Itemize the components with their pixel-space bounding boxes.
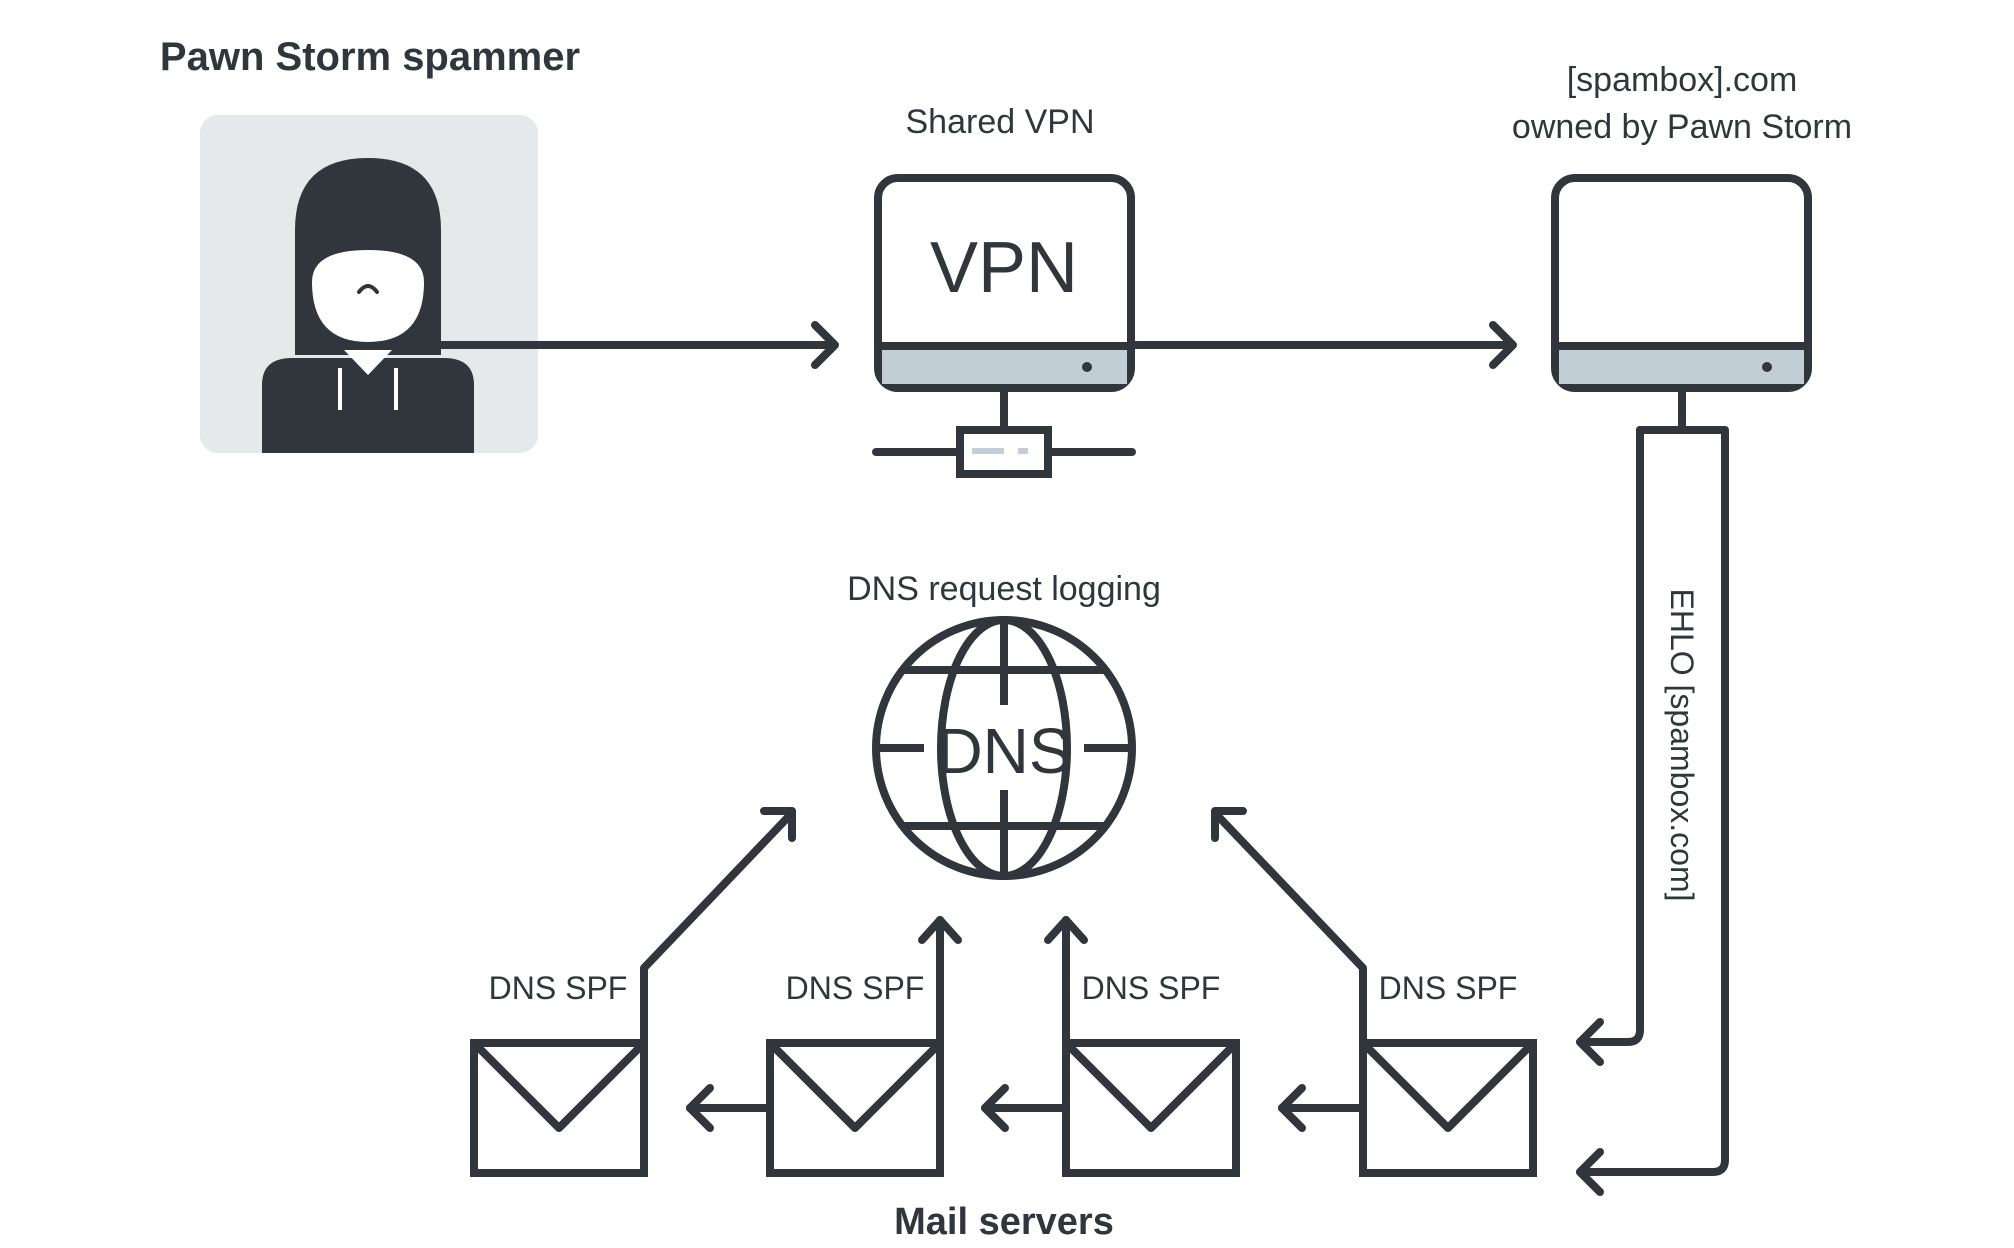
hacker-icon <box>200 115 538 453</box>
arrow-spf-4-to-dns <box>1211 807 1367 1047</box>
dns-spf-label: DNS SPF <box>786 970 925 1006</box>
arrow-mail-3-to-2 <box>981 1084 1070 1132</box>
arrow-spammer-to-vpn <box>438 321 839 369</box>
arrow-spf-1-to-dns <box>640 807 796 1047</box>
dns-globe-icon <box>872 616 1136 880</box>
envelope-icon <box>1062 1039 1240 1177</box>
dns-globe-text: DNS <box>936 715 1071 787</box>
arrow-mail-4-to-3 <box>1278 1084 1367 1132</box>
spambox-server-icon <box>1551 174 1812 434</box>
vpn-server-icon <box>872 174 1136 478</box>
spambox-owner-label: owned by Pawn Storm <box>1512 108 1852 146</box>
envelope-icon <box>1359 1039 1537 1177</box>
dns-spf-label: DNS SPF <box>1379 970 1518 1006</box>
spammer-label: Pawn Storm spammer <box>160 35 580 79</box>
vpn-screen-text: VPN <box>930 228 1078 308</box>
ehlo-connector <box>1576 426 1729 1196</box>
dns-spf-label: DNS SPF <box>489 970 628 1006</box>
arrow-spf-3-to-dns <box>1044 916 1088 1047</box>
envelope-icon <box>766 1039 944 1177</box>
arrow-vpn-to-spambox <box>1127 321 1517 369</box>
ehlo-label: EHLO [spambox.com] <box>1664 589 1700 902</box>
arrow-spf-2-to-dns <box>918 916 962 1047</box>
dns-spf-label: DNS SPF <box>1082 970 1221 1006</box>
mail-servers-label: Mail servers <box>894 1201 1114 1243</box>
dns-request-logging-label: DNS request logging <box>847 570 1161 608</box>
envelope-icon <box>470 1039 648 1177</box>
shared-vpn-label: Shared VPN <box>906 103 1095 141</box>
spambox-domain-label: [spambox].com <box>1567 61 1798 99</box>
arrow-mail-2-to-1 <box>686 1084 774 1132</box>
